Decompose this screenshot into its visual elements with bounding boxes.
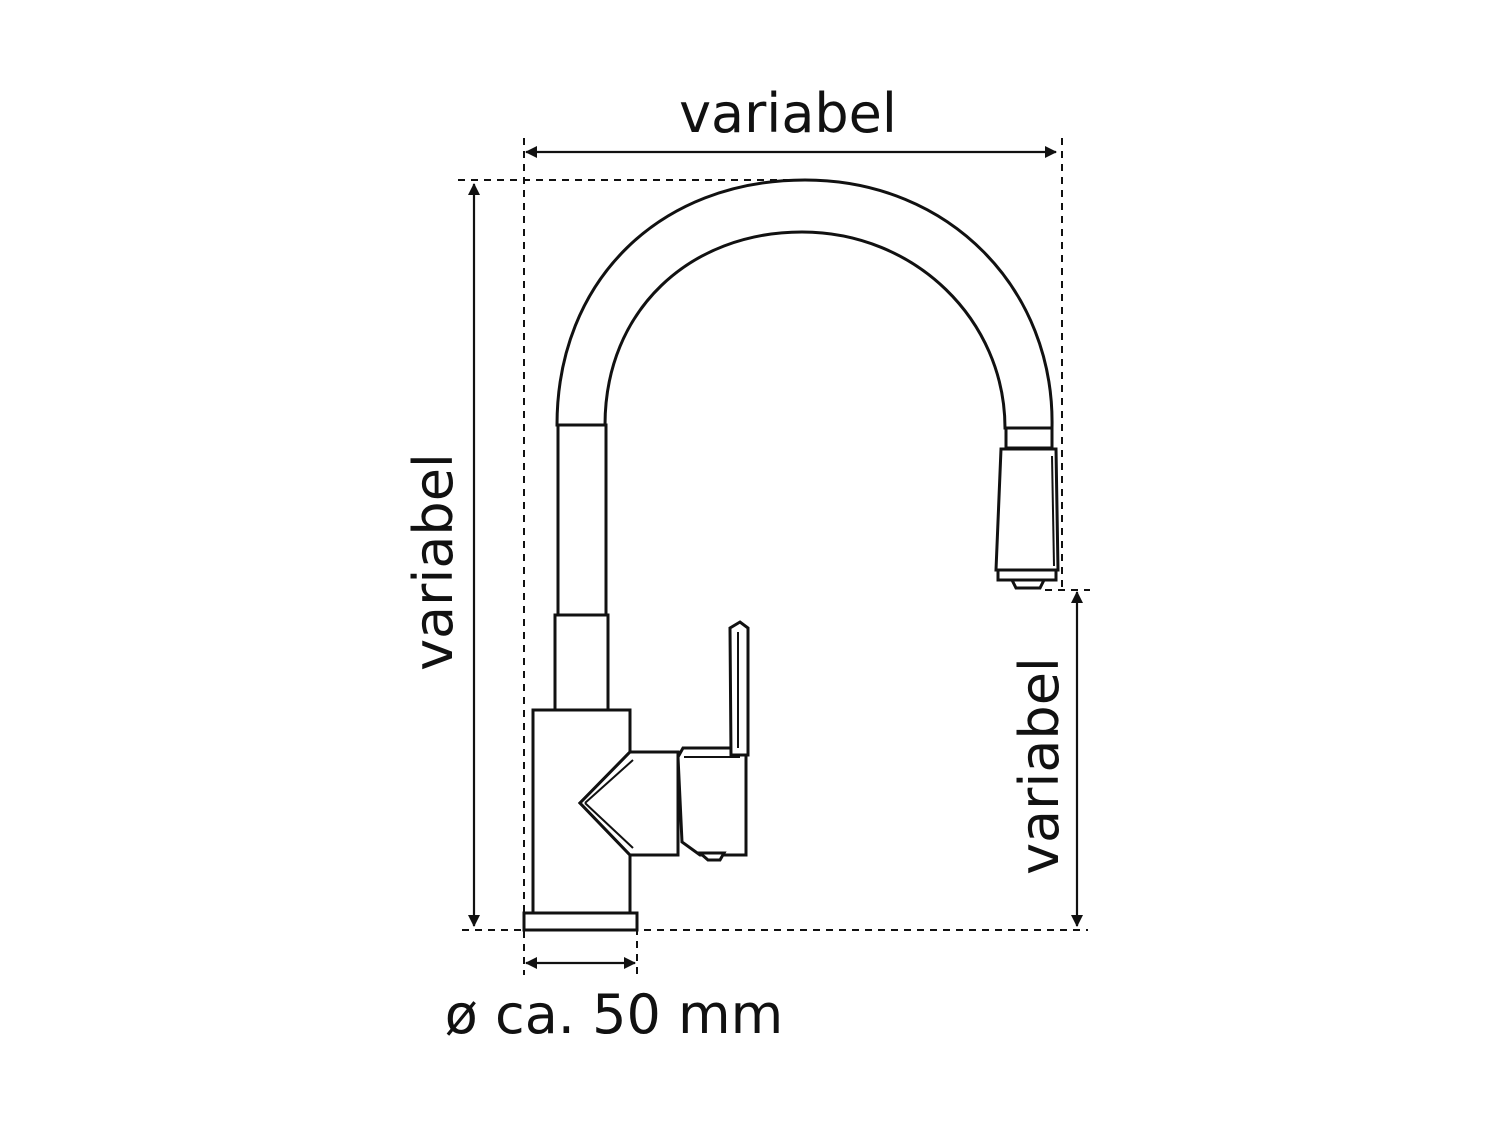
- width-label: variabel: [679, 82, 897, 145]
- spray-head[interactable]: [994, 447, 1060, 572]
- lever-cap: [696, 851, 727, 862]
- riser-pipe: [556, 423, 608, 617]
- spray-head-collar: [1004, 426, 1054, 450]
- lever-housing: [676, 746, 748, 857]
- dimension-lines: [468, 146, 1083, 969]
- spray-outlet: [1009, 578, 1047, 590]
- riser-collar: [553, 613, 610, 712]
- cartridge-housing: [577, 750, 680, 857]
- spout-hose: [555, 178, 1054, 430]
- base-plate: [522, 911, 639, 932]
- spout-height-label: variabel: [1008, 657, 1071, 875]
- base-diameter-label: ø ca. 50 mm: [445, 983, 783, 1046]
- height-label: variabel: [402, 453, 465, 671]
- faucet: [522, 178, 1060, 932]
